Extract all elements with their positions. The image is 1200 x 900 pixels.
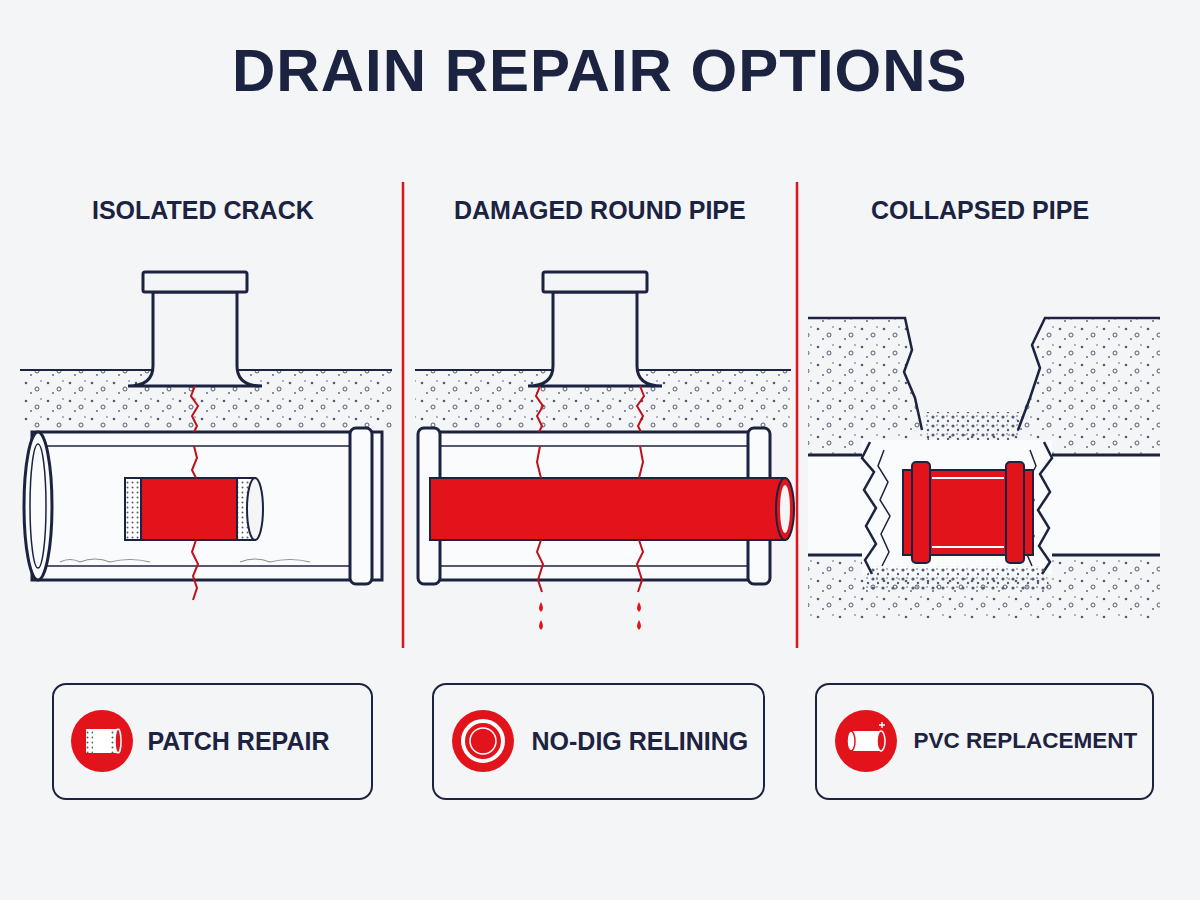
option-box: PATCH REPAIR	[52, 683, 373, 800]
divider	[796, 182, 799, 648]
column-heading: COLLAPSED PIPE	[871, 196, 1089, 225]
option-label: PVC REPLACEMENT	[914, 728, 1138, 754]
option-label: NO-DIG RELINING	[532, 727, 749, 756]
divider	[402, 182, 405, 648]
option-box: PVC REPLACEMENT	[815, 683, 1154, 800]
option-box: NO-DIG RELINING	[432, 683, 765, 800]
panel-crack	[20, 272, 392, 600]
column-heading: DAMAGED ROUND PIPE	[454, 196, 746, 225]
panel-collapsed	[808, 318, 1160, 620]
option-icons	[71, 710, 897, 772]
panel-relining	[415, 272, 794, 630]
title: DRAIN REPAIR OPTIONS	[232, 36, 968, 105]
column-heading: ISOLATED CRACK	[92, 196, 314, 225]
option-label: PATCH REPAIR	[148, 727, 330, 756]
